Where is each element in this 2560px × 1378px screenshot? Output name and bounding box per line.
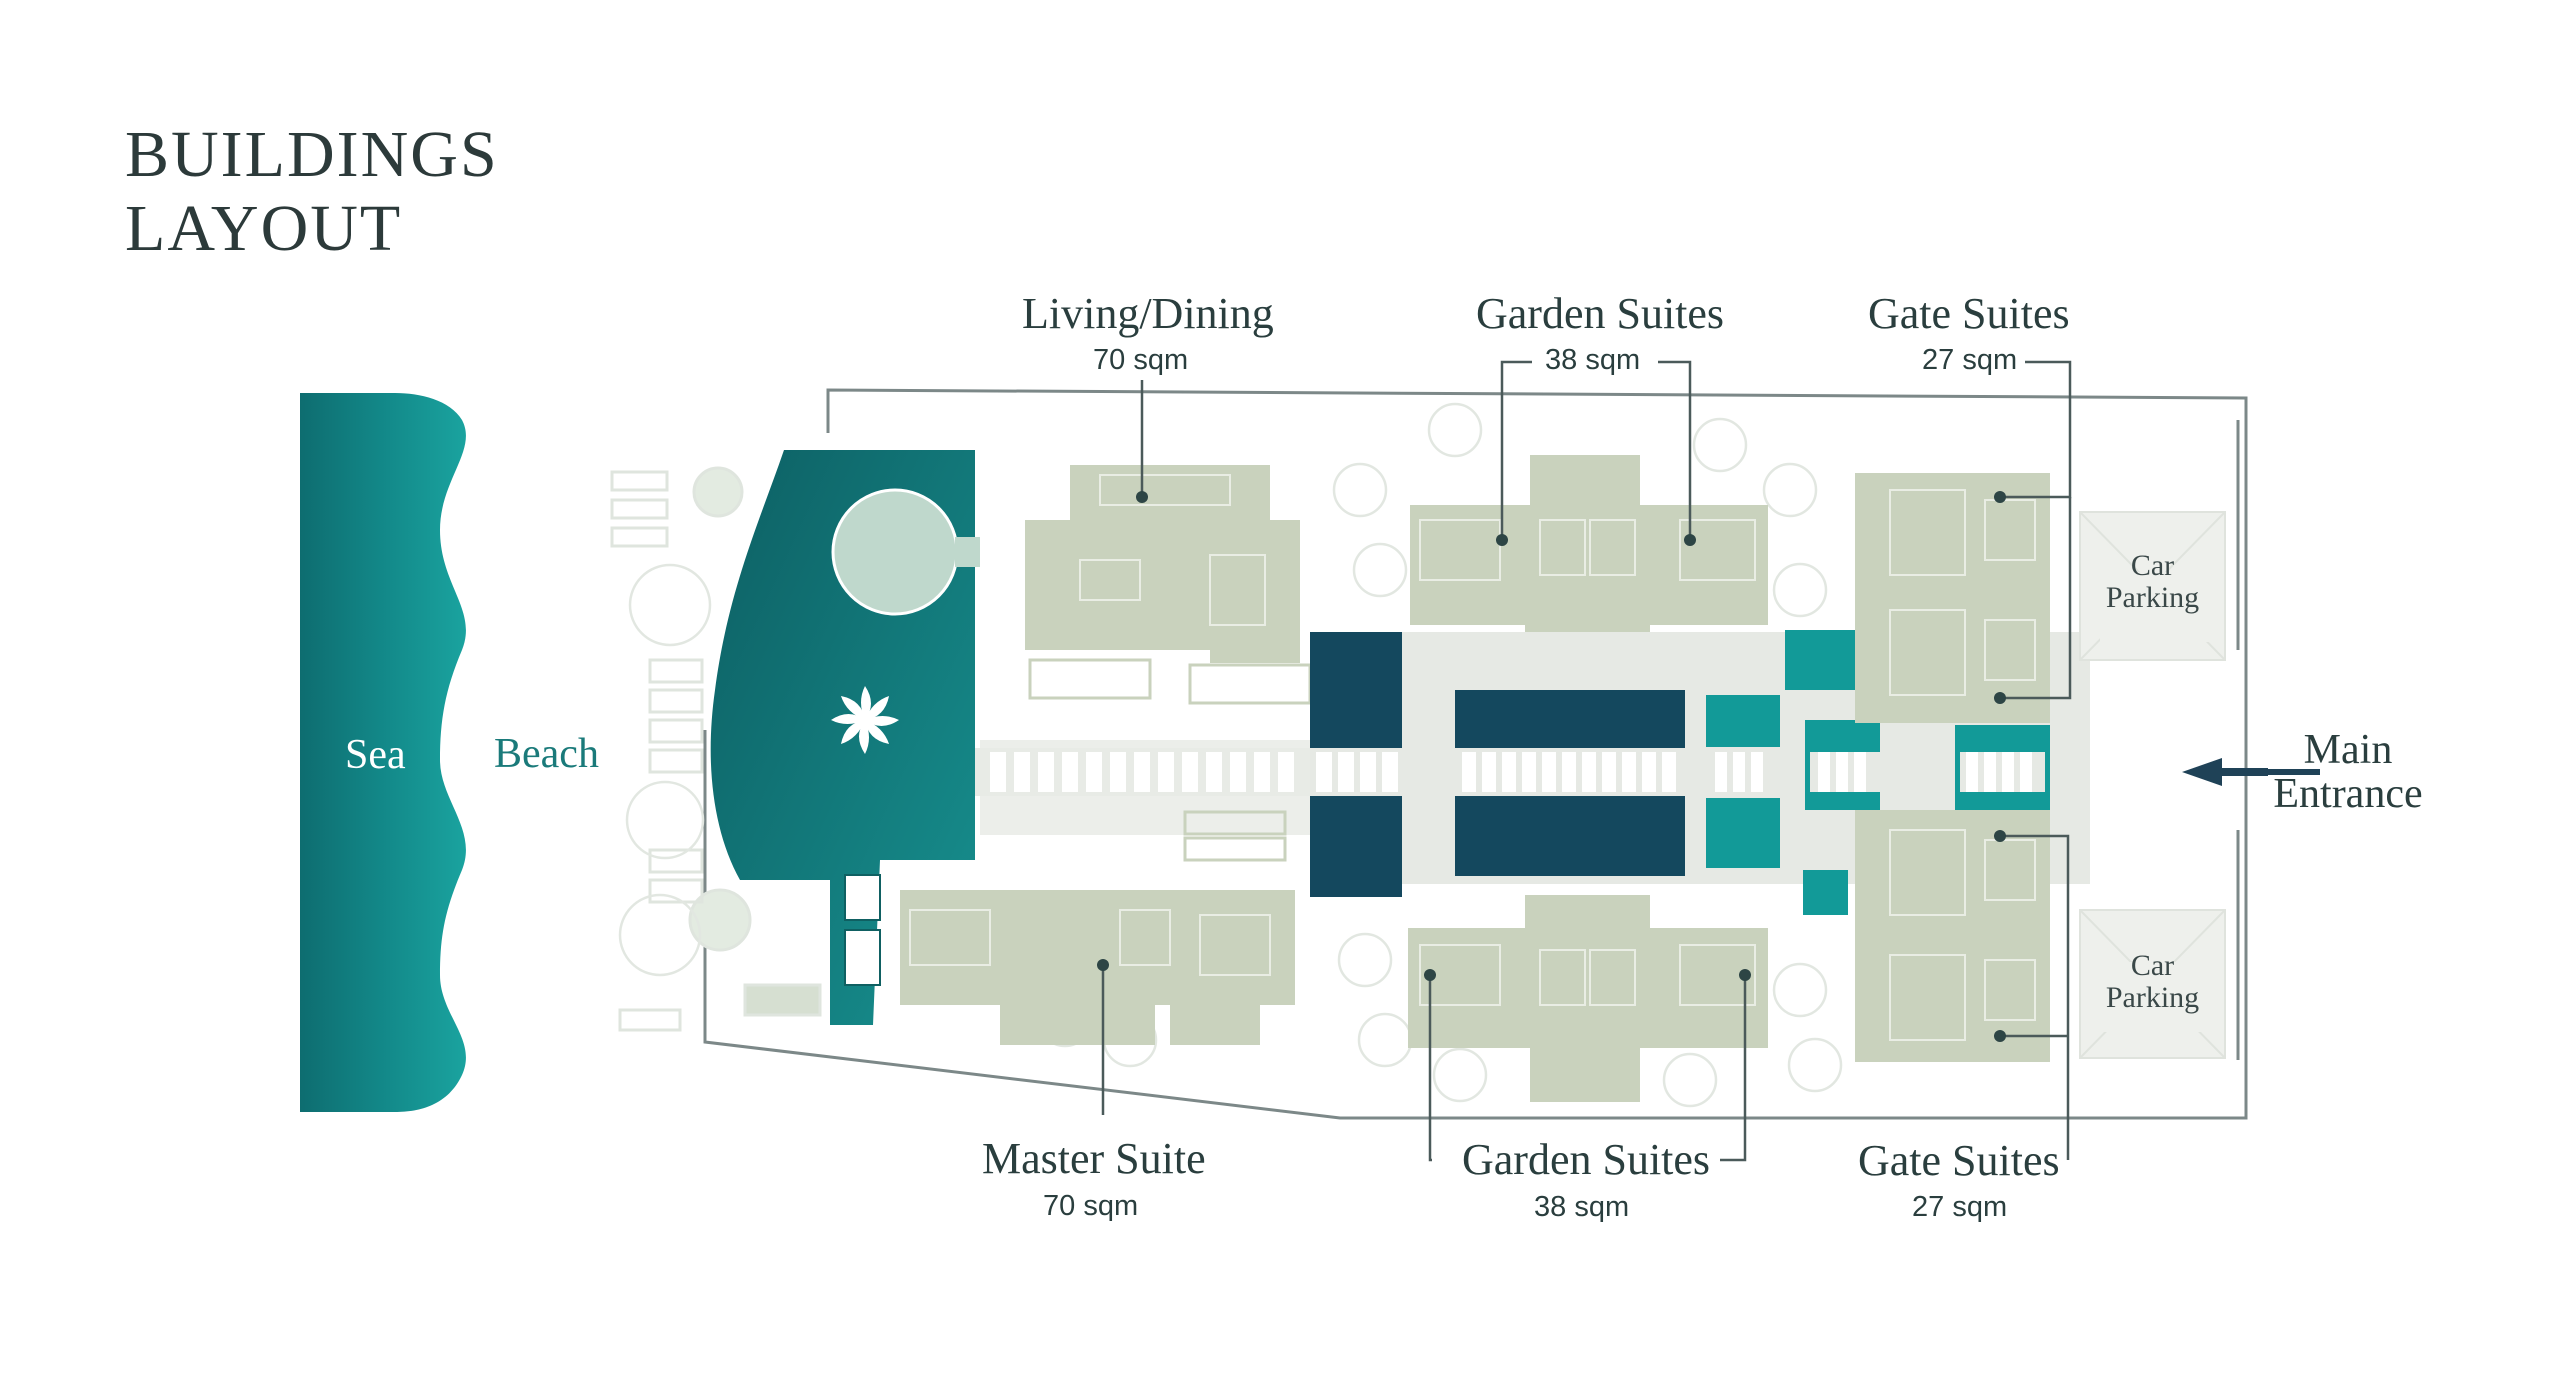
- garden-suites-bottom-area: 38 sqm: [1526, 1191, 1638, 1223]
- navy-block-centre-bottom: [1455, 796, 1685, 876]
- car-parking-bottom-label: Car Parking: [2090, 950, 2215, 1014]
- living-dining-label: Living/Dining: [1022, 289, 1274, 338]
- gate-suites-top-area: 27 sqm: [1914, 344, 2026, 376]
- gate-suites-bottom-area: 27 sqm: [1904, 1191, 2016, 1223]
- living-dining-building: [1025, 465, 1312, 705]
- garden-suites-top-label: Garden Suites: [1476, 289, 1725, 338]
- master-suite-area: 70 sqm: [1035, 1190, 1147, 1222]
- living-dining-area: 70 sqm: [1085, 344, 1197, 376]
- garden-suites-bottom-building: [1408, 895, 1768, 1102]
- entrance-line-1: Main: [2303, 727, 2393, 773]
- title-line-2: Layout: [125, 192, 403, 265]
- garden-suites-top-area: 38 sqm: [1537, 344, 1649, 376]
- parking-line-2: Parking: [2105, 581, 2200, 614]
- beach-label: Beach: [494, 731, 599, 777]
- entrance-arrow-icon: [2182, 758, 2320, 786]
- sea-band: [300, 393, 466, 1112]
- teal-block-top: [1706, 695, 1780, 747]
- page-title: Buildings Layout: [125, 118, 499, 266]
- gate-suites-top-label: Gate Suites: [1868, 289, 2070, 338]
- parking-line-1: Car: [2130, 949, 2175, 982]
- garden-suites-bottom-label: Garden Suites: [1462, 1135, 1711, 1184]
- parking-line-1: Car: [2130, 549, 2175, 582]
- sea-label: Sea: [345, 732, 406, 778]
- master-suite-label: Master Suite: [982, 1134, 1206, 1183]
- site-boundary: [703, 388, 2248, 1120]
- gate-suites-bottom-building: [1855, 810, 2050, 1062]
- entrance-line-2: Entrance: [2273, 771, 2423, 817]
- gate-suites-top-building: [1855, 473, 2050, 723]
- gate-suites-bottom-label: Gate Suites: [1858, 1136, 2060, 1185]
- parking-line-2: Parking: [2105, 981, 2200, 1014]
- navy-block-centre-top: [1455, 690, 1685, 748]
- teal-block-bottom: [1706, 798, 1780, 868]
- car-parking-top-label: Car Parking: [2090, 550, 2215, 614]
- master-suite-building: [900, 810, 1295, 1045]
- title-line-1: Buildings: [125, 118, 499, 191]
- garden-suites-top-building: [1410, 455, 1768, 632]
- main-entrance-label: Main Entrance: [2268, 728, 2428, 816]
